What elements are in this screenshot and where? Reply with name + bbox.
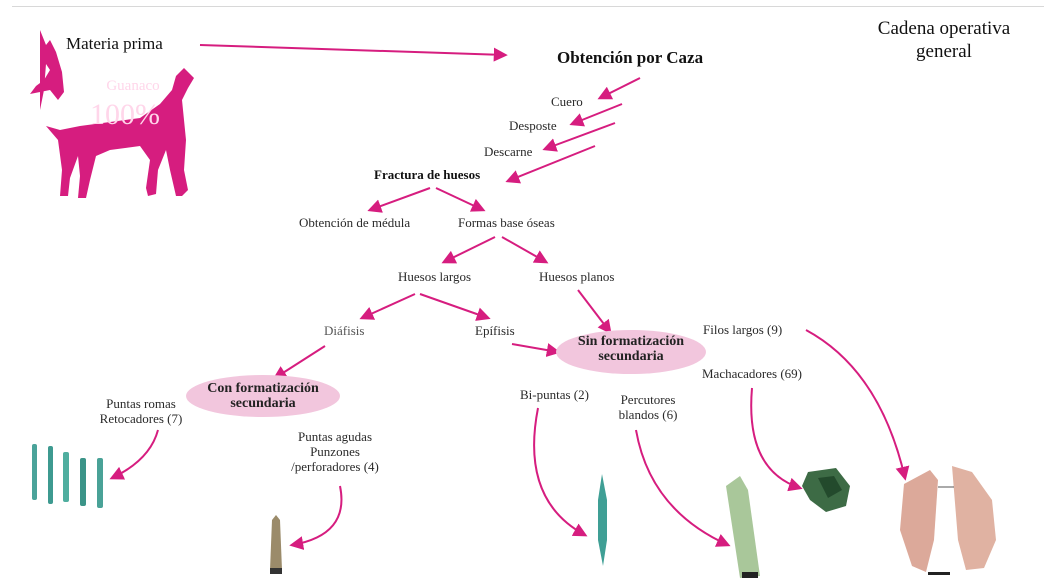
top-divider: [12, 6, 1044, 7]
diafisis-label: Diáfisis: [324, 323, 365, 338]
obtencion-medula-label: Obtención de médula: [299, 215, 411, 230]
bipuntas-image: [598, 474, 607, 566]
step-cuero: Cuero: [551, 94, 583, 109]
arrow-to-epifisis: [419, 293, 491, 321]
arrow-to-diafisis: [359, 293, 416, 320]
puntas-agudas-label: Puntas agudas Punzones /perforadores (4): [291, 429, 379, 474]
puntas-romas-image: [32, 444, 103, 508]
sin-formatizacion-bubble: [556, 330, 706, 374]
arrow-to-huesos-largos: [441, 236, 496, 264]
arrow-to-bipuntas-image: [533, 407, 588, 537]
diagram-title: Cadena operativa general: [877, 18, 1011, 62]
guanaco-label: Guanaco: [106, 78, 160, 94]
arrow-to-huesos-planos: [501, 236, 549, 264]
materia-prima-label: Materia prima: [66, 34, 163, 53]
con-formatizacion-bubble: [186, 375, 340, 417]
arrow-to-medula: [367, 187, 431, 213]
percutores-image: [726, 476, 760, 578]
machacadores-image: [802, 468, 850, 512]
puntas-romas-label: Puntas romas Retocadores (7): [99, 396, 183, 426]
arrow-to-fractura: [505, 145, 596, 184]
arrow-to-desposte: [569, 103, 623, 127]
filos-largos-label: Filos largos (9): [703, 322, 783, 337]
arrow-to-filos-image: [805, 329, 910, 481]
arrow-materia-to-caza: [199, 44, 508, 62]
machacadores-label: Machacadores (69): [702, 366, 802, 381]
arrow-to-puntas-agudas-image: [289, 485, 343, 550]
formas-base-label: Formas base óseas: [458, 215, 555, 230]
bipuntas-label: Bi-puntas (2): [520, 387, 589, 402]
con-formatizacion-label: Con formatización secundaria: [207, 381, 319, 412]
arrow-to-puntas-romas-image: [109, 429, 159, 480]
arrow-to-cuero: [597, 77, 641, 100]
fractura-label: Fractura de huesos: [374, 167, 481, 182]
arrow-to-formas-base: [435, 187, 486, 212]
obtencion-caza-label: Obtención por Caza: [557, 48, 704, 67]
arrow-diafisis-to-con: [272, 345, 326, 380]
arrow-epifisis-to-sin: [511, 343, 561, 357]
percutores-label: Percutores blandos (6): [618, 392, 678, 422]
arrow-planos-to-sin: [577, 289, 612, 335]
arrow-to-descarne: [542, 122, 616, 152]
arrow-to-percutores-image: [635, 429, 731, 547]
huesos-largos-label: Huesos largos: [398, 269, 472, 284]
filos-largos-image: [900, 466, 996, 575]
arrow-to-machacadores-image: [750, 387, 803, 492]
step-desposte: Desposte: [509, 118, 557, 133]
step-descarne: Descarne: [484, 144, 533, 159]
sin-formatizacion-label: Sin formatización secundaria: [577, 334, 685, 365]
epifisis-label: Epífisis: [475, 323, 515, 338]
huesos-planos-label: Huesos planos: [539, 269, 615, 284]
guanaco-percent: 100%: [90, 98, 160, 131]
guanaco-icon: [30, 30, 194, 198]
puntas-agudas-image: [270, 515, 282, 574]
